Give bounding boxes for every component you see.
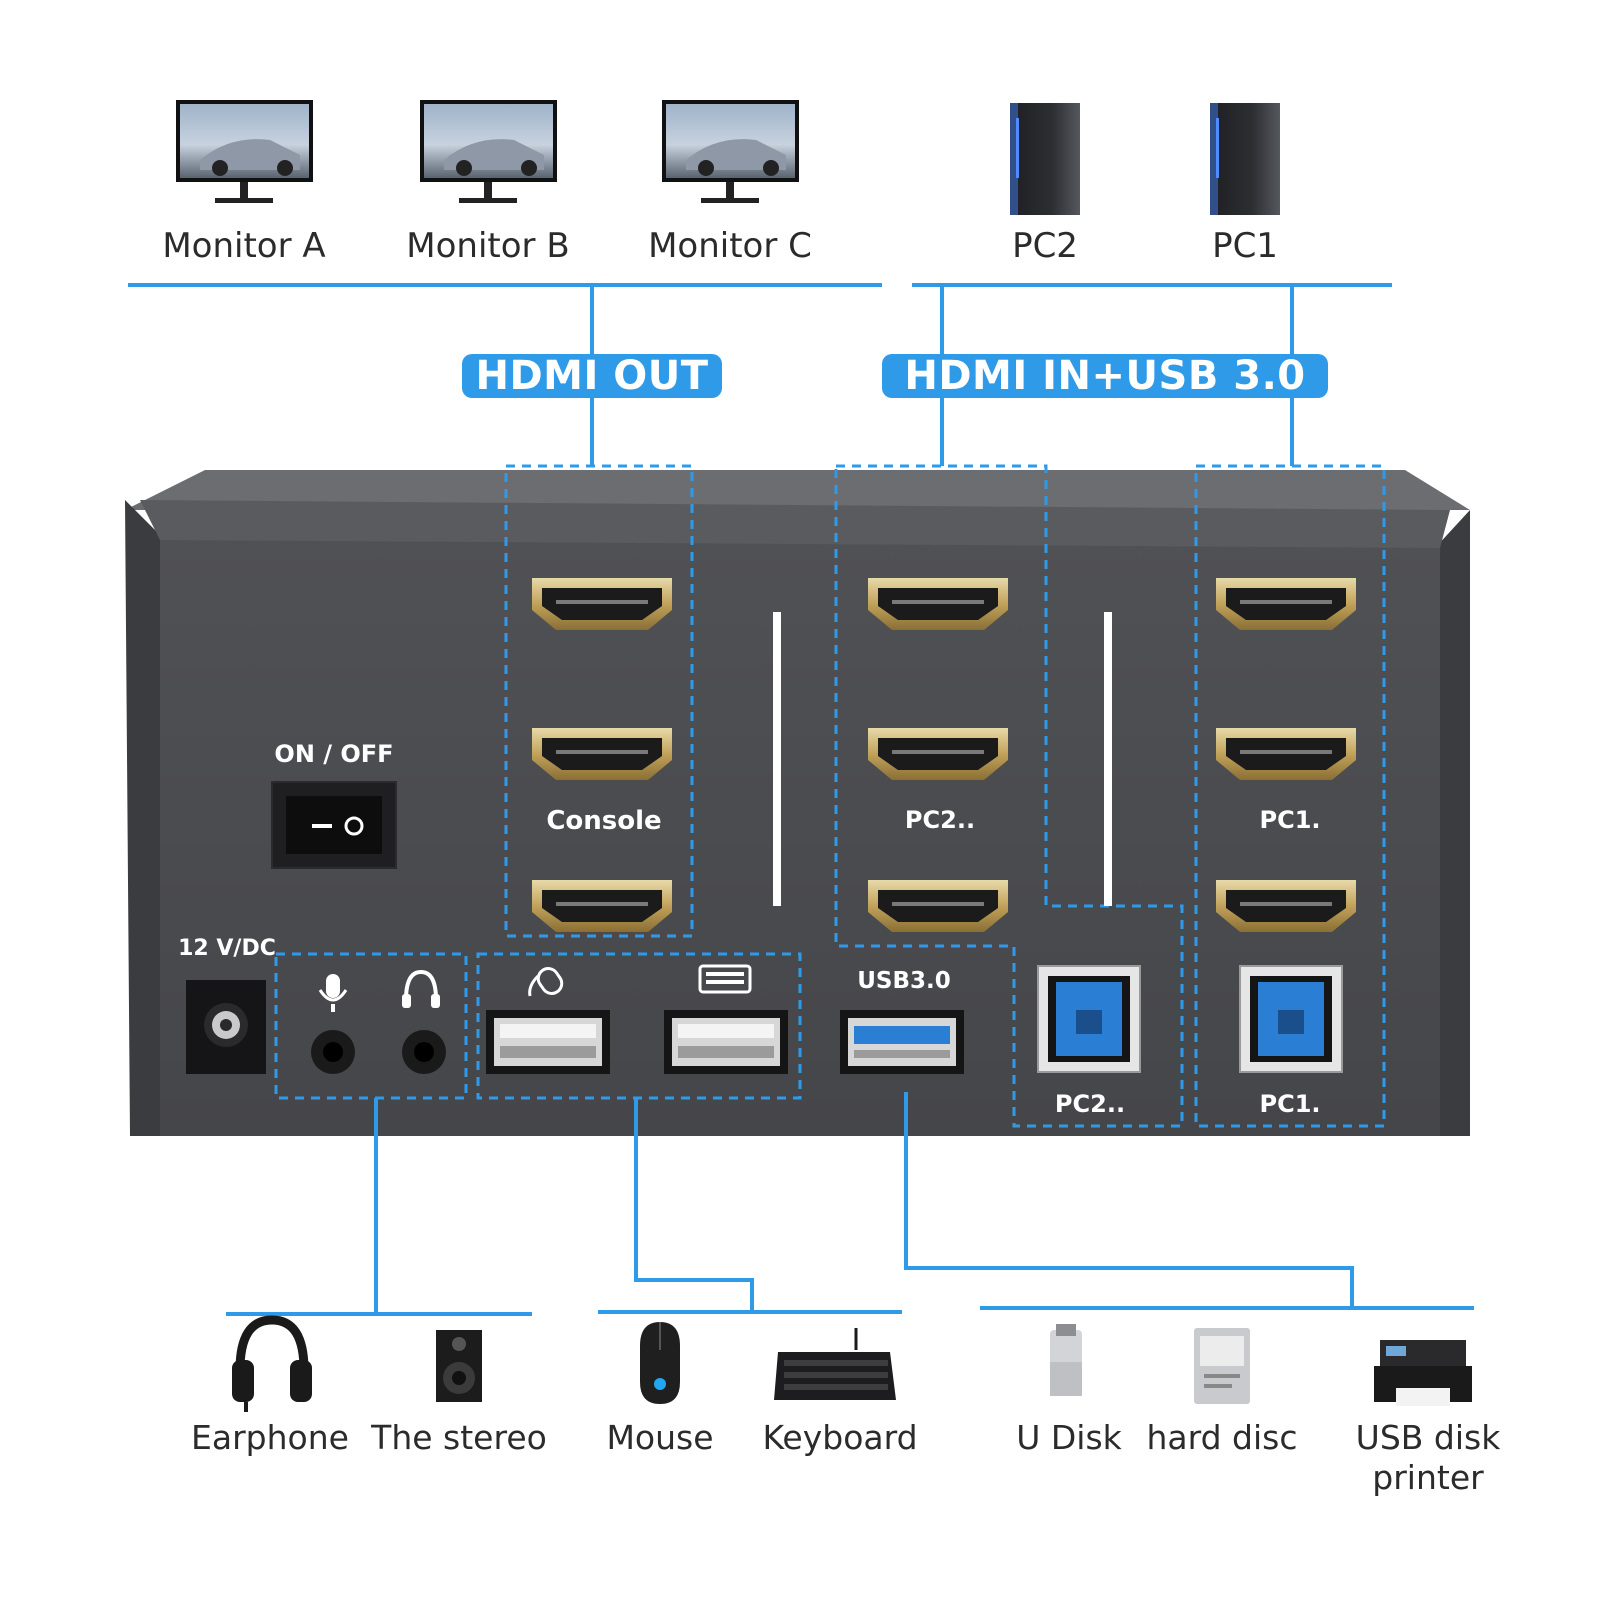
keyboard-port-icon	[698, 964, 752, 994]
device-label-mouse: Mouse	[606, 1418, 714, 1457]
divider-bar	[1104, 612, 1112, 906]
device-label-earphone: Earphone	[191, 1418, 349, 1457]
group-label-hdmi-out: HDMI OUT	[462, 354, 722, 398]
hdmi-port-icon	[532, 880, 672, 932]
pc-tower-icon	[1010, 103, 1080, 215]
hdmi-port-icon	[868, 578, 1008, 630]
device-label-pc1: PC1	[1212, 226, 1278, 266]
device-label-monitor-c: Monitor C	[648, 226, 812, 266]
monitor-icon	[662, 100, 799, 203]
usb-b-port-icon	[1239, 965, 1343, 1073]
usb3-label: USB3.0	[857, 968, 951, 994]
device-label-usb-printer: USB disk printer	[1355, 1418, 1501, 1497]
device-label-pc2: PC2	[1012, 226, 1078, 266]
usb-a-port-icon	[664, 1010, 788, 1074]
pc2-usb-label: PC2..	[1054, 1090, 1126, 1118]
power-switch-label: ON / OFF	[274, 740, 394, 768]
pc2-hdmi-label: PC2..	[904, 806, 976, 834]
hdmi-port-icon	[532, 728, 672, 780]
audio-jack-icon	[402, 1030, 446, 1074]
hdmi-port-icon	[868, 880, 1008, 932]
hdmi-ports	[532, 578, 1356, 932]
usb-b-port-icon	[1037, 965, 1141, 1073]
printer-icon	[1374, 1340, 1472, 1406]
power-switch-icon	[271, 781, 397, 869]
top-connection-lines	[128, 283, 1392, 466]
speaker-icon	[436, 1330, 482, 1402]
device-label-stereo: The stereo	[371, 1418, 547, 1457]
device-label-hard-disc: hard disc	[1146, 1418, 1298, 1457]
device-label-monitor-b: Monitor B	[406, 226, 570, 266]
monitor-icon	[176, 100, 313, 203]
bottom-connection-lines	[226, 1092, 1474, 1316]
headphones-icon	[232, 1315, 312, 1412]
microphone-icon	[318, 974, 348, 1012]
usb-drive-icon	[1050, 1324, 1082, 1396]
pc1-usb-label: PC1.	[1259, 1090, 1321, 1118]
monitor-icon	[420, 100, 557, 203]
pc-tower-icon	[1210, 103, 1280, 215]
mouse-port-icon	[528, 967, 564, 997]
device-label-monitor-a: Monitor A	[162, 226, 326, 266]
dc-input-label: 12 V/DC	[178, 936, 276, 961]
group-label-hdmi-in-usb: HDMI IN+USB 3.0	[882, 354, 1328, 398]
dc-jack-icon	[186, 980, 266, 1074]
usb-a-port-icon	[486, 1010, 610, 1074]
mouse-icon	[640, 1322, 680, 1404]
hdmi-port-icon	[1216, 728, 1356, 780]
device-label-u-disk: U Disk	[1016, 1418, 1122, 1457]
usb3-port-icon	[840, 1010, 964, 1074]
keyboard-icon	[774, 1328, 896, 1400]
hdmi-port-icon	[1216, 880, 1356, 932]
port-group-outlines	[274, 464, 1386, 1128]
hdmi-port-icon	[1216, 578, 1356, 630]
console-label: Console	[546, 806, 662, 836]
headphones-port-icon	[402, 969, 440, 1008]
pc1-hdmi-label: PC1.	[1259, 806, 1321, 834]
hdmi-port-icon	[868, 728, 1008, 780]
hard-disk-icon	[1194, 1328, 1250, 1404]
device-label-keyboard: Keyboard	[762, 1418, 918, 1457]
hdmi-port-icon	[532, 578, 672, 630]
audio-jack-icon	[311, 1030, 355, 1074]
divider-bar	[773, 612, 781, 906]
